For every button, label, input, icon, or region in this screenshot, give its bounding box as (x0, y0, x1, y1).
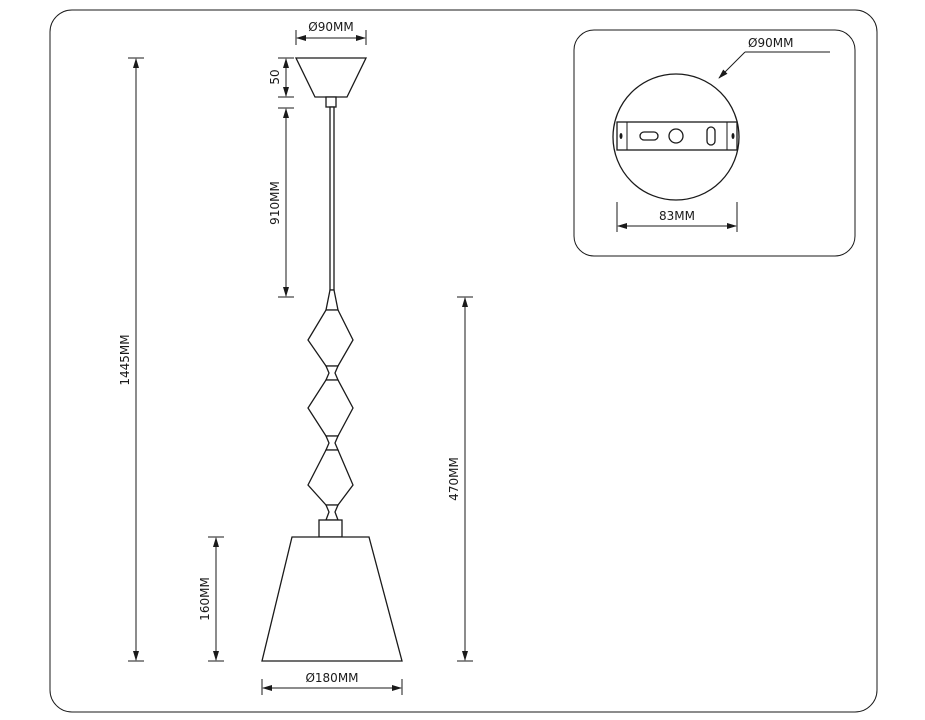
shade-diameter-label: Ø180MM (305, 671, 358, 685)
dim-total-height: 1445MM (118, 57, 144, 662)
lamp-body (307, 289, 354, 538)
dim-shade-diameter: Ø180MM (261, 671, 403, 695)
dim-canopy-diameter: Ø90MM (295, 20, 367, 45)
canopy-height-label: 50 (268, 69, 282, 84)
mounting-bracket (616, 121, 738, 151)
dim-rod-length: 910MM (268, 107, 294, 298)
lamp-shade (261, 536, 403, 662)
outer-frame (49, 9, 878, 713)
canopy-diameter-label: Ø90MM (308, 20, 353, 34)
dim-shade-height: 160MM (198, 536, 224, 662)
body-height-label: 470MM (447, 457, 461, 501)
rod-length-label: 910MM (268, 181, 282, 225)
dim-body-height: 470MM (447, 296, 473, 662)
dim-canopy-height: 50 (268, 57, 294, 98)
bracket-width-label: 83MM (659, 209, 695, 223)
suspension-rod (329, 106, 335, 291)
mount-diameter-label: Ø90MM (748, 36, 793, 50)
mounting-inset: Ø90MM 83MM (573, 29, 856, 257)
canopy (294, 57, 368, 108)
inset-frame (573, 29, 856, 257)
shade-height-label: 160MM (198, 577, 212, 621)
total-height-label: 1445MM (118, 334, 132, 385)
